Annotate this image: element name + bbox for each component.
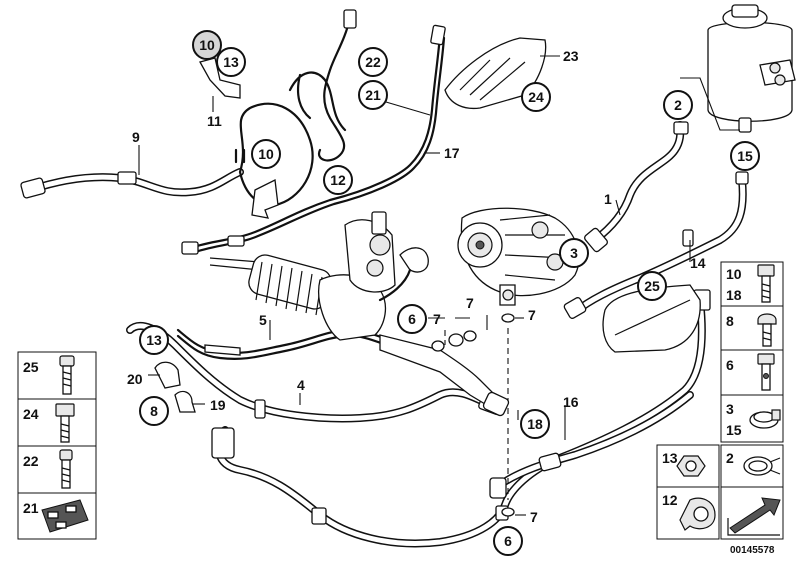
svg-text:13: 13 <box>223 54 239 70</box>
right-legend-panel: 10 18 8 6 3 15 13 2 12 <box>656 261 784 540</box>
svg-text:18: 18 <box>527 416 543 432</box>
legend-label-13: 13 <box>662 450 678 466</box>
p-clip-icon <box>679 497 716 531</box>
legend-label-12: 12 <box>662 492 678 508</box>
svg-text:6: 6 <box>408 311 416 327</box>
hex-bolt-icon <box>757 264 775 303</box>
left-legend-panel: 25 24 22 21 <box>17 351 97 540</box>
legend-label-25: 25 <box>23 359 39 375</box>
label-17: 17 <box>444 145 460 161</box>
callout-24: 24 <box>521 82 551 112</box>
hex-bolt-icon <box>55 403 75 443</box>
hose-clamp-icon <box>749 409 781 429</box>
hex-nut-icon <box>676 455 706 477</box>
legend-label-6: 6 <box>726 357 734 373</box>
svg-text:6: 6 <box>504 533 512 549</box>
label-20: 20 <box>127 371 143 387</box>
clamp-parts <box>154 313 515 517</box>
label-1: 1 <box>604 191 612 207</box>
svg-text:25: 25 <box>644 278 660 294</box>
callout-2: 2 <box>663 90 693 120</box>
oil-reservoir <box>680 4 796 133</box>
bolt-icon <box>59 355 75 395</box>
callout-13-top: 13 <box>216 47 246 77</box>
legend-label-3: 3 <box>726 401 734 417</box>
grommet-icon <box>41 499 89 533</box>
leader-lines <box>138 55 691 440</box>
label-23: 23 <box>563 48 579 64</box>
label-7-bottom: 7 <box>530 509 538 525</box>
stud-icon <box>59 449 73 489</box>
callout-10-mid: 10 <box>251 139 281 169</box>
callout-8: 8 <box>139 396 169 426</box>
arrow-symbol-icon <box>727 497 781 536</box>
svg-text:21: 21 <box>365 87 381 103</box>
legend-label-22: 22 <box>23 453 39 469</box>
legend-label-10: 10 <box>726 266 742 282</box>
callout-6-mid: 6 <box>397 304 427 334</box>
steering-rack <box>209 211 510 417</box>
banjo-bolt-icon <box>757 353 775 391</box>
svg-text:8: 8 <box>150 403 158 419</box>
bolt-icon <box>757 313 777 347</box>
spring-clamp-icon <box>743 456 781 476</box>
legend-label-24: 24 <box>23 406 39 422</box>
callout-10-top: 10 <box>192 30 222 60</box>
callout-3: 3 <box>559 238 589 268</box>
svg-text:12: 12 <box>330 172 346 188</box>
label-7-pump: 7 <box>466 295 474 311</box>
label-19: 19 <box>210 397 226 413</box>
legend-label-8: 8 <box>726 313 734 329</box>
svg-text:13: 13 <box>146 332 162 348</box>
hose-end-fitting <box>20 177 46 199</box>
pressure-line-17 <box>188 33 442 250</box>
svg-text:2: 2 <box>674 97 682 113</box>
callout-13-left: 13 <box>139 325 169 355</box>
svg-text:15: 15 <box>737 148 753 164</box>
steel-line-top <box>317 16 352 162</box>
svg-text:22: 22 <box>365 54 381 70</box>
label-7-right: 7 <box>528 307 536 323</box>
label-5: 5 <box>259 312 267 328</box>
bracket-upper-10 <box>199 57 279 219</box>
label-16: 16 <box>563 394 579 410</box>
svg-text:3: 3 <box>570 245 578 261</box>
label-7-rack: 7 <box>433 311 441 327</box>
label-9: 9 <box>132 129 140 145</box>
legend-label-18: 18 <box>726 287 742 303</box>
power-steering-pump <box>457 207 580 306</box>
legend-label-15: 15 <box>726 422 742 438</box>
svg-text:10: 10 <box>258 146 274 162</box>
hose-group <box>20 9 749 548</box>
svg-text:24: 24 <box>528 89 544 105</box>
callout-22: 22 <box>358 47 388 77</box>
callout-6-bottom: 6 <box>493 526 523 556</box>
svg-text:10: 10 <box>199 37 215 53</box>
legend-label-21: 21 <box>23 500 39 516</box>
callout-25: 25 <box>637 271 667 301</box>
label-14: 14 <box>690 255 706 271</box>
label-11: 11 <box>207 113 222 129</box>
callout-15: 15 <box>730 141 760 171</box>
heat-shield-23 <box>444 37 547 110</box>
callout-12: 12 <box>323 165 353 195</box>
label-4: 4 <box>297 377 305 393</box>
reference-number: 00145578 <box>730 545 775 556</box>
callout-21: 21 <box>358 80 388 110</box>
legend-label-2: 2 <box>726 450 734 466</box>
callout-18: 18 <box>520 409 550 439</box>
bracket-25 <box>602 284 701 353</box>
